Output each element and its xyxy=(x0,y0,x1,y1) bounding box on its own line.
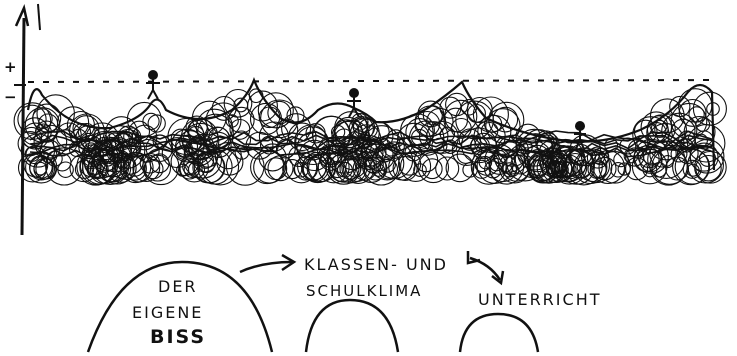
minus-label: − xyxy=(4,88,19,106)
double-arrow-klima-unterricht xyxy=(468,251,503,283)
label-schulklima: SCHULKLIMA xyxy=(306,282,422,300)
label-unterricht: UNTERRICHT xyxy=(478,290,602,309)
label-eigene: EIGENE xyxy=(132,303,203,322)
label-der: DER xyxy=(158,277,198,296)
mound-medium xyxy=(306,300,398,352)
stick-figure xyxy=(347,89,361,117)
mound-small xyxy=(460,314,538,352)
stick-figure xyxy=(146,71,160,99)
plus-label: + xyxy=(4,58,19,76)
label-biss: BISS xyxy=(150,326,206,348)
arrow-to-klima xyxy=(240,255,294,272)
label-klassen-und: KLASSEN- UND xyxy=(304,255,448,274)
reference-dashed-line xyxy=(28,80,716,82)
